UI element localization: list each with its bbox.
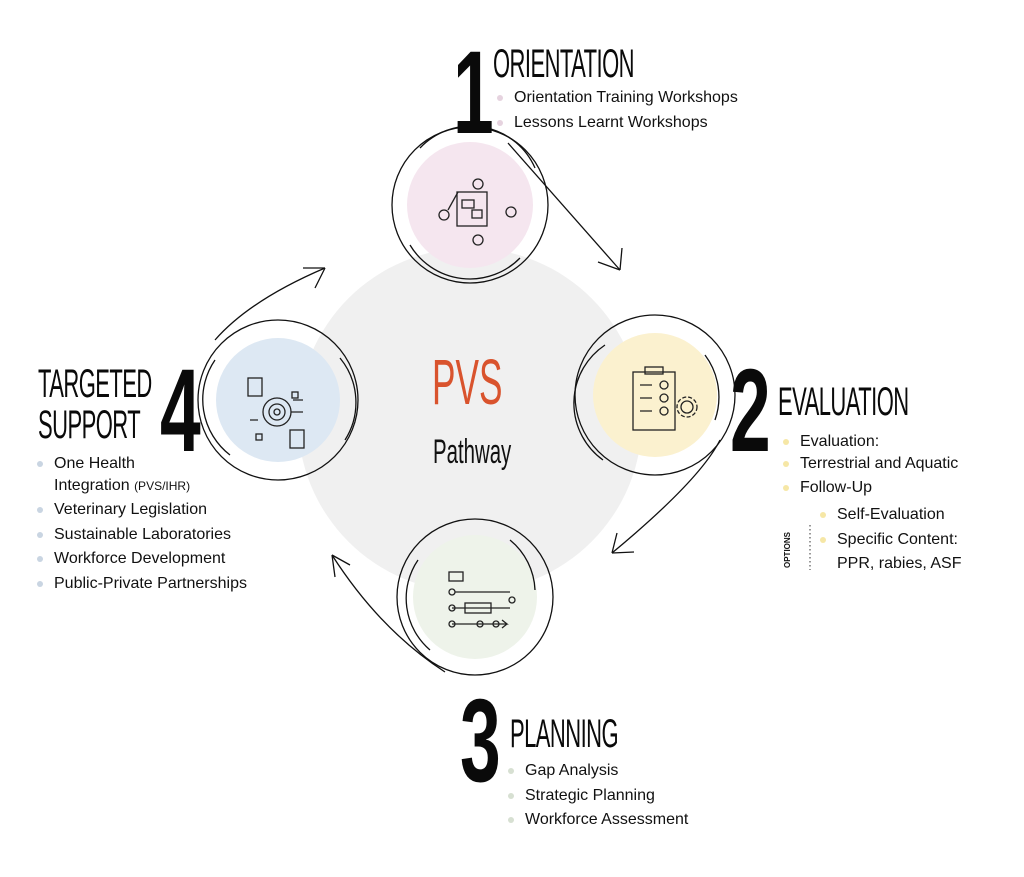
list-item: Integration (PVS/IHR) [37, 474, 247, 499]
step-3-title: PLANNING [510, 712, 619, 756]
step-3-number: 3 [460, 675, 501, 807]
checklist-gear-icon [632, 366, 698, 431]
step-4-number: 4 [160, 345, 201, 477]
step-4-title-line2: SUPPORT [38, 403, 141, 447]
step-2-node [573, 314, 736, 554]
list-item: Public-Private Partnerships [37, 572, 247, 597]
option-item-continuation: PPR, rabies, ASF [837, 555, 962, 572]
step-2-title: EVALUATION [778, 380, 909, 424]
list-item: One Health [37, 452, 247, 477]
target-documents-icon [247, 377, 305, 449]
option-item: Self-Evaluation [820, 503, 962, 528]
list-item: Sustainable Laboratories [37, 523, 247, 548]
list-item: Gap Analysis [508, 759, 688, 784]
list-item: Evaluation: [783, 430, 958, 455]
pvs-ihr-note: (PVS/IHR) [134, 478, 191, 493]
step-4-node [197, 267, 359, 481]
list-item-continuation: Integration [54, 476, 130, 494]
list-item: Lessons Learnt Workshops [497, 111, 738, 136]
list-item: Follow-Up [783, 476, 958, 501]
option-item: Specific Content: [820, 528, 962, 553]
step-2-number: 2 [730, 345, 771, 477]
center-circle [298, 248, 642, 592]
center-title: PVS [432, 346, 503, 418]
step-2-options-list: Self-Evaluation Specific Content: PPR, r… [820, 503, 962, 577]
center-subtitle: Pathway [433, 433, 512, 471]
step-1-number: 1 [453, 27, 494, 159]
list-item: Strategic Planning [508, 784, 688, 809]
step-2-list: Evaluation: Terrestrial and Aquatic Foll… [763, 430, 959, 501]
step-1-title: ORIENTATION [493, 42, 635, 86]
step-1-list: Orientation Training Workshops Lessons L… [497, 86, 738, 135]
roadmap-icon [448, 571, 516, 629]
list-item: Workforce Development [37, 547, 247, 572]
step-3-list: Gap Analysis Strategic Planning Workforc… [508, 759, 688, 833]
step-3-node [331, 518, 554, 676]
options-label: OPTIONS [783, 531, 792, 568]
step-1-node [391, 125, 623, 284]
list-item: Orientation Training Workshops [497, 86, 738, 111]
list-item: Veterinary Legislation [37, 498, 247, 523]
step-4-title-line1: TARGETED [38, 362, 152, 406]
meeting-table-icon [438, 178, 517, 246]
list-item: Terrestrial and Aquatic [763, 451, 959, 477]
list-item-continuation: Terrestrial and Aquatic [800, 454, 959, 472]
list-item: Workforce Assessment [508, 808, 688, 833]
step-4-list: One Health Integration (PVS/IHR) Veterin… [37, 452, 247, 596]
